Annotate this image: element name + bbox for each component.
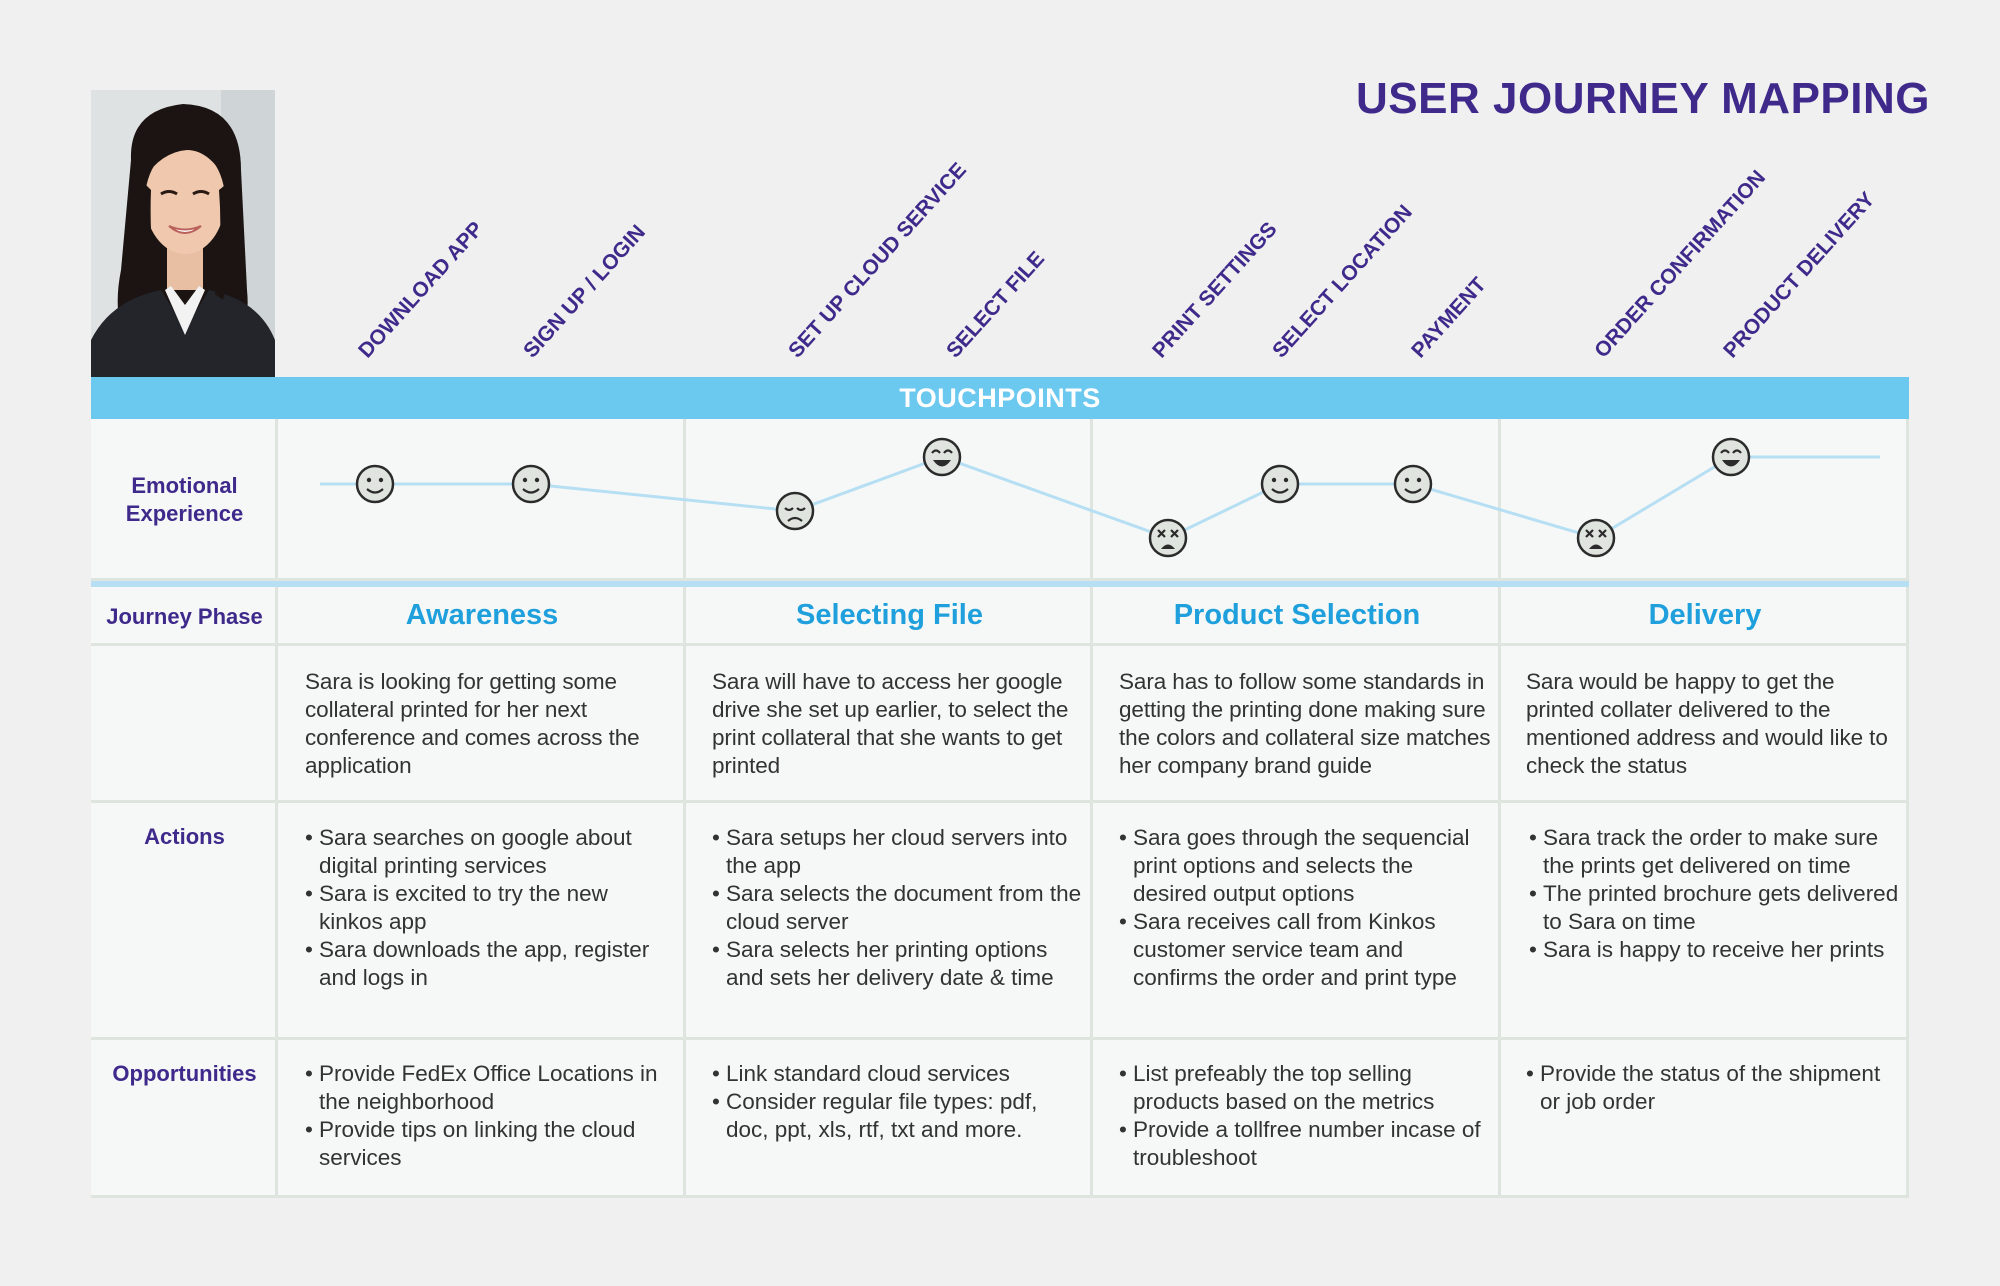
page-title: USER JOURNEY MAPPING bbox=[1356, 74, 1930, 123]
opportunities-list-awareness: Provide FedEx Office Locations in the ne… bbox=[305, 1060, 677, 1172]
description-cell-2 bbox=[686, 646, 1093, 803]
actions-list-product-selection: Sara goes through the sequencial print o… bbox=[1119, 824, 1493, 992]
touchpoint-select-location: SELECT LOCATION bbox=[1268, 200, 1417, 363]
emotional-cell-awareness bbox=[278, 419, 686, 581]
list-item: Sara downloads the app, register and log… bbox=[305, 936, 675, 992]
phase-description-awareness: Sara is looking for getting some collate… bbox=[305, 669, 640, 778]
opportunities-list-selecting-file: Link standard cloud services Consider re… bbox=[712, 1060, 1086, 1144]
list-item: List prefeably the top selling products … bbox=[1119, 1060, 1493, 1116]
row-label-opportunities: Opportunities bbox=[112, 1061, 257, 1086]
list-item: Sara is excited to try the new kinkos ap… bbox=[305, 880, 675, 936]
persona-photo bbox=[91, 90, 275, 377]
opportunities-label-cell bbox=[91, 1040, 278, 1198]
description-label-cell bbox=[91, 646, 278, 803]
phase-description-delivery: Sara would be happy to get the printed c… bbox=[1526, 669, 1888, 778]
list-item: Provide tips on linking the cloud servic… bbox=[305, 1116, 677, 1172]
list-item: The printed brochure gets delivered to S… bbox=[1529, 880, 1899, 936]
phase-cell-4 bbox=[1501, 587, 1909, 646]
phase-description-product-selection: Sara has to follow some standards in get… bbox=[1119, 669, 1491, 778]
list-item: Sara track the order to make sure the pr… bbox=[1529, 824, 1899, 880]
list-item: Provide FedEx Office Locations in the ne… bbox=[305, 1060, 677, 1116]
phase-description-selecting-file: Sara will have to access her google driv… bbox=[712, 669, 1069, 778]
phase-cell-1 bbox=[278, 587, 686, 646]
phase-label-cell bbox=[91, 587, 278, 646]
list-item: Sara goes through the sequencial print o… bbox=[1119, 824, 1493, 908]
touchpoint-sign-up-login: SIGN UP / LOGIN bbox=[519, 220, 650, 363]
emotional-cell-delivery bbox=[1501, 419, 1909, 581]
list-item: Sara selects the document from the cloud… bbox=[712, 880, 1086, 936]
touchpoint-payment: PAYMENT bbox=[1407, 273, 1491, 363]
row-label-actions: Actions bbox=[144, 824, 225, 849]
list-item: Consider regular file types: pdf, doc, p… bbox=[712, 1088, 1086, 1144]
opportunities-list-product-selection: List prefeably the top selling products … bbox=[1119, 1060, 1493, 1172]
row-label-emotional: Emotional Experience bbox=[125, 473, 244, 526]
list-item: Sara selects her printing options and se… bbox=[712, 936, 1086, 992]
phase-name-awareness: Awareness bbox=[405, 599, 559, 631]
list-item: Provide the status of the shipment or jo… bbox=[1526, 1060, 1896, 1116]
actions-label-cell bbox=[91, 803, 278, 1040]
touchpoint-print-settings: PRINT SETTINGS bbox=[1148, 217, 1282, 363]
phase-name-product-selection: Product Selection bbox=[1173, 599, 1421, 631]
description-cell-1 bbox=[278, 646, 686, 803]
touchpoint-set-up-cloud-service: SET UP CLOUD SERVICE bbox=[784, 158, 971, 363]
list-item: Link standard cloud services bbox=[712, 1060, 1086, 1088]
list-item: Sara searches on google about digital pr… bbox=[305, 824, 675, 880]
persona-avatar bbox=[91, 90, 275, 377]
touchpoint-download-app: DOWNLOAD APP bbox=[354, 217, 488, 363]
emotion-separator bbox=[91, 581, 1909, 587]
opportunities-list-delivery: Provide the status of the shipment or jo… bbox=[1526, 1060, 1896, 1116]
list-item: Sara is happy to receive her prints bbox=[1529, 936, 1899, 964]
touchpoint-select-file: SELECT FILE bbox=[942, 247, 1050, 363]
row-label-journey-phase: Journey Phase bbox=[106, 604, 263, 629]
emotional-cell-product-selection bbox=[1093, 419, 1501, 581]
list-item: Sara setups her cloud servers into the a… bbox=[712, 824, 1086, 880]
phase-name-delivery: Delivery bbox=[1648, 599, 1762, 631]
emotional-label-cell bbox=[91, 419, 278, 581]
phase-cell-3 bbox=[1093, 587, 1501, 646]
phase-cell-2 bbox=[686, 587, 1093, 646]
phase-name-selecting-file: Selecting File bbox=[796, 599, 983, 631]
emotional-cell-selecting-file bbox=[686, 419, 1093, 581]
touchpoints-header: TOUCHPOINTS bbox=[91, 377, 1909, 419]
description-cell-3 bbox=[1093, 646, 1501, 803]
description-cell-4 bbox=[1501, 646, 1909, 803]
list-item: Provide a tollfree number incase of trou… bbox=[1119, 1116, 1493, 1172]
actions-list-awareness: Sara searches on google about digital pr… bbox=[305, 824, 675, 992]
touchpoint-product-delivery: PRODUCT DELIVERY bbox=[1719, 187, 1880, 363]
actions-list-delivery: Sara track the order to make sure the pr… bbox=[1529, 824, 1899, 964]
list-item: Sara receives call from Kinkos customer … bbox=[1119, 908, 1493, 992]
actions-list-selecting-file: Sara setups her cloud servers into the a… bbox=[712, 824, 1086, 992]
